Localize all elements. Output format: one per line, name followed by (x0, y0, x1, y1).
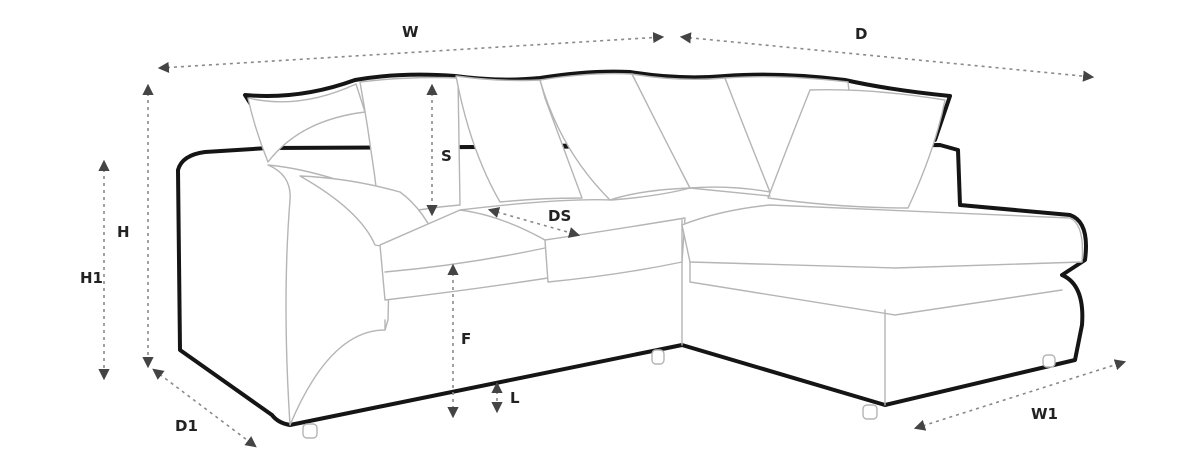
back-cushion-4 (539, 72, 691, 201)
label-d1: D1 (175, 417, 198, 435)
label-w1: W1 (1031, 405, 1058, 423)
dim-w1-line (913, 359, 1127, 431)
dim-ds-line (487, 207, 581, 238)
back-cushion-3 (455, 75, 583, 203)
sofa-details (247, 72, 1084, 439)
label-s: S (441, 147, 452, 165)
chaise-seat-front (689, 261, 1063, 316)
dim-d-line (679, 32, 1095, 82)
dimension-lines (98, 31, 1127, 448)
dim-d1-line (152, 368, 257, 448)
leg-chaise-back (1042, 354, 1056, 368)
back-cushion-1 (247, 83, 366, 163)
chaise-seat-cushion (681, 204, 1084, 269)
label-w: W (402, 23, 419, 41)
leg-front-mid (651, 349, 665, 365)
label-d: D (855, 25, 867, 43)
leg-chaise-front (862, 404, 878, 420)
label-h1: H1 (80, 269, 103, 287)
leg-front-left (302, 423, 318, 439)
seat-cushion-left-seam (384, 247, 546, 273)
label-f: F (461, 330, 471, 348)
label-ds: DS (548, 207, 571, 225)
dimension-labels: W D H H1 S DS F L D1 W1 (80, 23, 1058, 435)
dim-w-line (157, 31, 665, 74)
label-l: L (510, 389, 520, 407)
seat-cushion-top-line (459, 187, 771, 211)
scatter-cushion-right (767, 89, 946, 209)
label-h: H (117, 223, 130, 241)
